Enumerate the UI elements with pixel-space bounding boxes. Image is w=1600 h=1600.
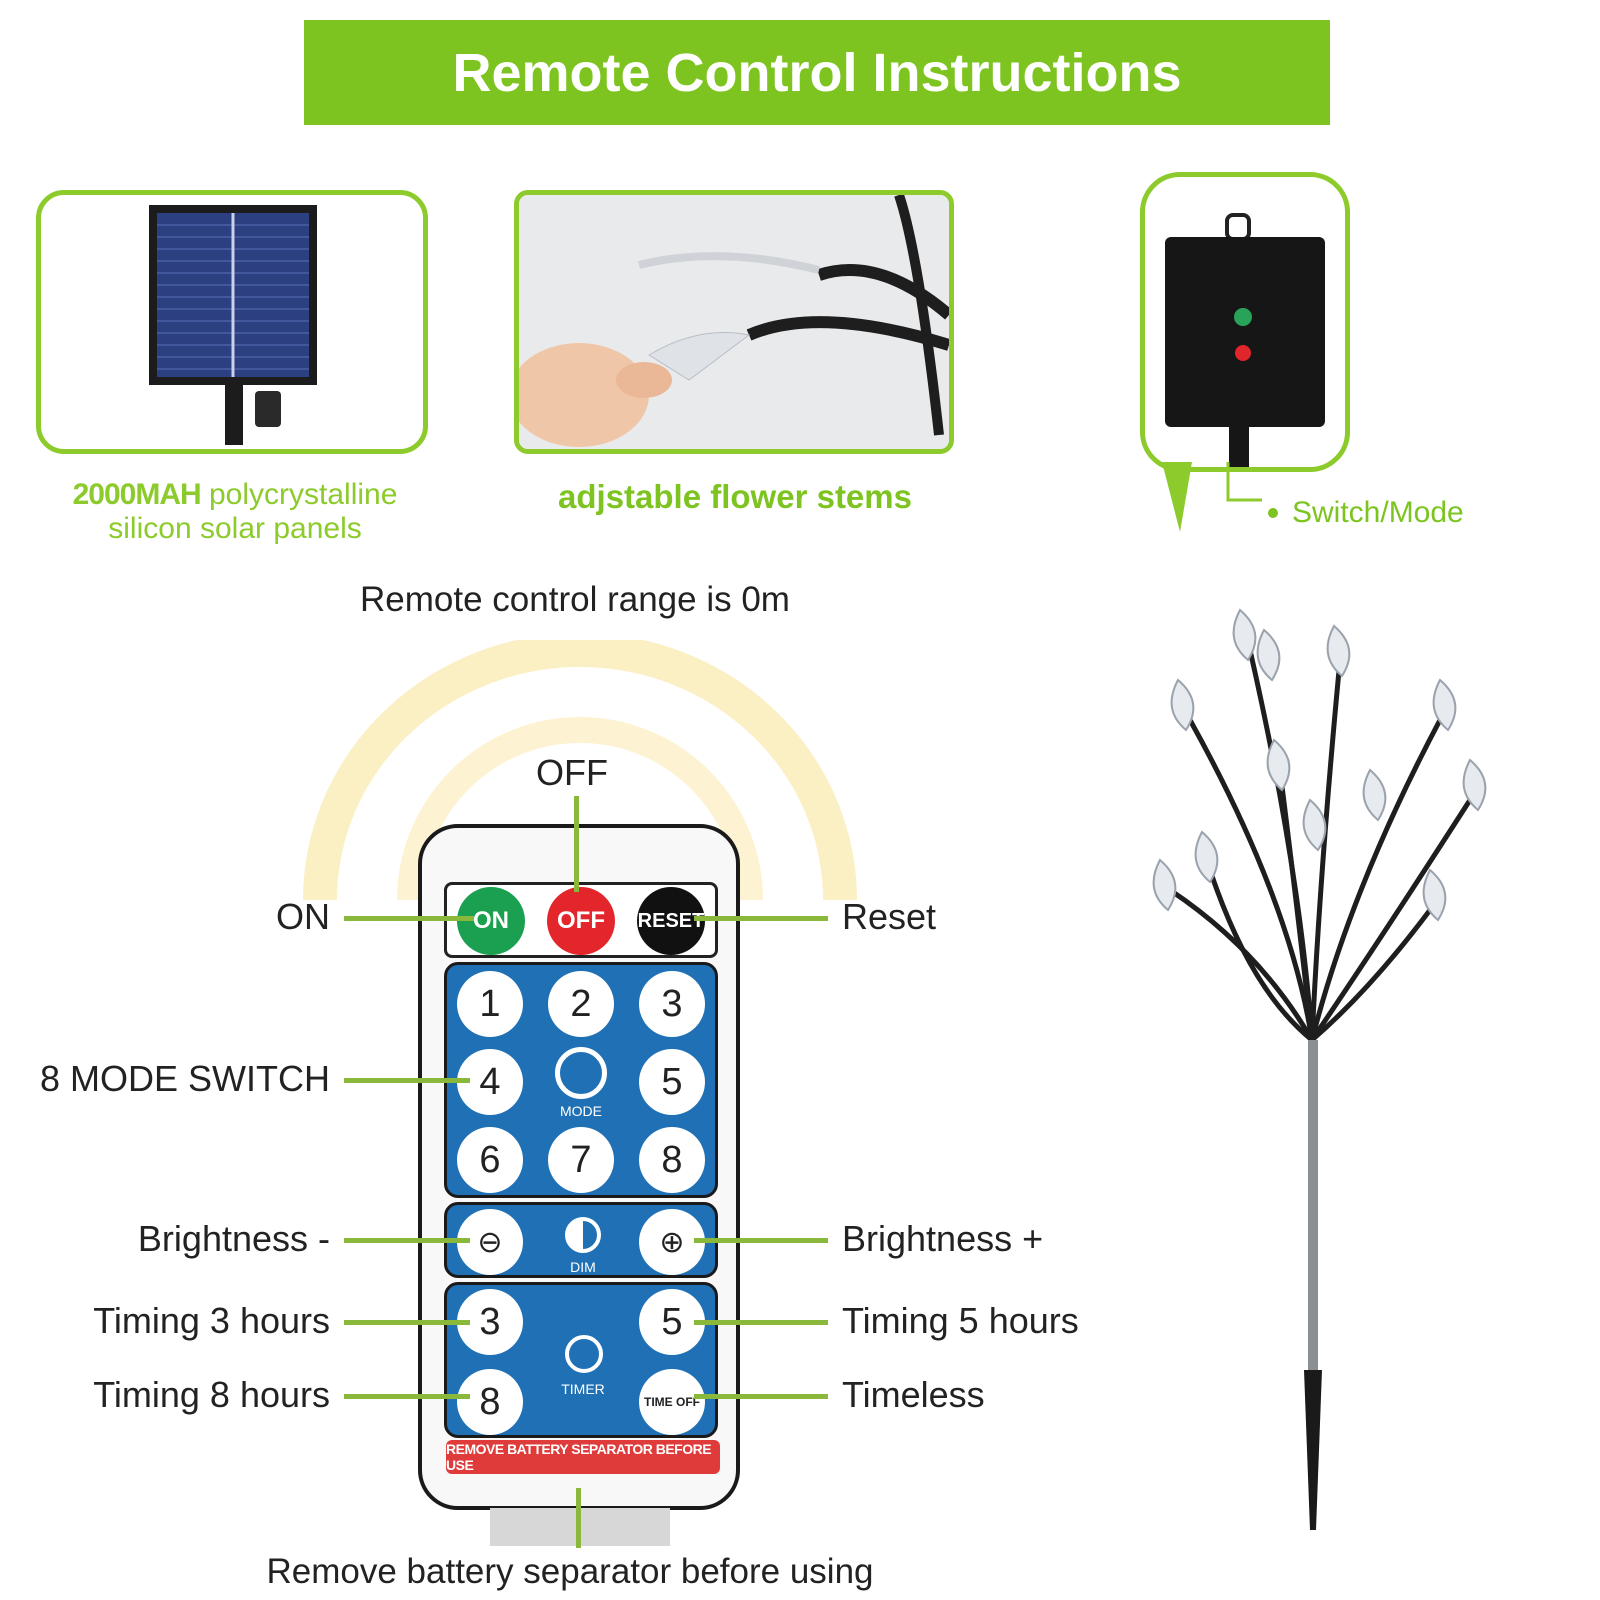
callout-brightness-plus: Brightness + (842, 1218, 1044, 1259)
callout-reset: Reset (842, 896, 937, 937)
leader-reset (694, 916, 828, 921)
mode-label: MODE (560, 1103, 602, 1119)
leader-brightness-minus (344, 1238, 470, 1243)
mode-button-5[interactable]: 5 (639, 1049, 705, 1115)
mode-button-6[interactable]: 6 (457, 1127, 523, 1193)
callout-mode-switch: 8 MODE SWITCH (39, 1058, 330, 1099)
solar-panel-caption: 2000MAH polycrystalline silicon solar pa… (72, 478, 398, 545)
dim-label: DIM (570, 1259, 596, 1275)
flower-stems-illustration (519, 195, 949, 449)
callout-on: ON (276, 896, 330, 937)
callout-timing-3: Timing 3 hours (93, 1300, 330, 1341)
mode-button-8[interactable]: 8 (639, 1127, 705, 1193)
switch-callout-dot (1268, 508, 1278, 518)
off-button[interactable]: OFF (547, 887, 615, 955)
mode-button-2[interactable]: 2 (548, 971, 614, 1037)
page-title: Remote Control Instructions (452, 42, 1182, 103)
signal-glow (303, 640, 857, 900)
gear-icon (555, 1047, 607, 1099)
header-banner: Remote Control Instructions (304, 20, 1330, 125)
leader-on (344, 916, 474, 921)
time-off-button[interactable]: TIME OFF (639, 1369, 705, 1435)
solar-panel-image-frame (36, 190, 428, 454)
callout-timeless: Timeless (842, 1374, 985, 1415)
mode-button-1[interactable]: 1 (457, 971, 523, 1037)
switch-mode-caption: Switch/Mode (1292, 496, 1464, 529)
remote-control: ON OFF RESET 1 2 3 4 MODE 5 6 7 8 ⊖ DIM … (418, 824, 740, 1510)
callout-separator: Remove battery separator before using (266, 1552, 874, 1591)
flower-stems-image-frame (514, 190, 954, 454)
brightness-down-button[interactable]: ⊖ (457, 1209, 523, 1275)
leader-timing-3 (344, 1320, 470, 1325)
half-sun-icon (565, 1217, 601, 1253)
dim-panel: ⊖ DIM ⊕ (444, 1202, 718, 1278)
flower-tree-illustration (1152, 608, 1487, 1530)
callout-brightness-minus: Brightness - (137, 1218, 330, 1259)
leader-timeless (694, 1394, 828, 1399)
mode-button-3[interactable]: 3 (639, 971, 705, 1037)
mode-panel: 1 2 3 4 MODE 5 6 7 8 (444, 962, 718, 1198)
reset-button[interactable]: RESET (637, 887, 705, 955)
power-button-row: ON OFF RESET (444, 882, 718, 958)
flower-stems-caption: adjstable flower stems (558, 478, 912, 515)
switch-callout-pointer (1162, 462, 1262, 532)
leader-separator (576, 1488, 581, 1548)
range-note: Remote control range is 0m (360, 580, 790, 619)
timer-label: TIMER (561, 1381, 605, 1397)
timer-panel: 3 5 TIMER 8 TIME OFF (444, 1282, 718, 1438)
timer-8h-button[interactable]: 8 (457, 1369, 523, 1435)
callout-off: OFF (536, 752, 608, 793)
mode-button-7[interactable]: 7 (548, 1127, 614, 1193)
leader-timing-8 (344, 1394, 470, 1399)
on-button[interactable]: ON (457, 887, 525, 955)
leader-timing-5 (694, 1320, 828, 1325)
alarm-clock-icon (565, 1335, 603, 1373)
leader-brightness-plus (694, 1238, 828, 1243)
callout-timing-5: Timing 5 hours (842, 1300, 1079, 1341)
separator-warning-strip: REMOVE BATTERY SEPARATOR BEFORE USE (446, 1440, 720, 1474)
callout-timing-8: Timing 8 hours (93, 1374, 330, 1415)
switch-box-illustration (1165, 213, 1325, 467)
leader-off (574, 796, 579, 892)
leader-mode-switch (344, 1078, 470, 1083)
switch-box-image-frame (1140, 172, 1350, 472)
solar-panel-illustration (149, 205, 317, 445)
